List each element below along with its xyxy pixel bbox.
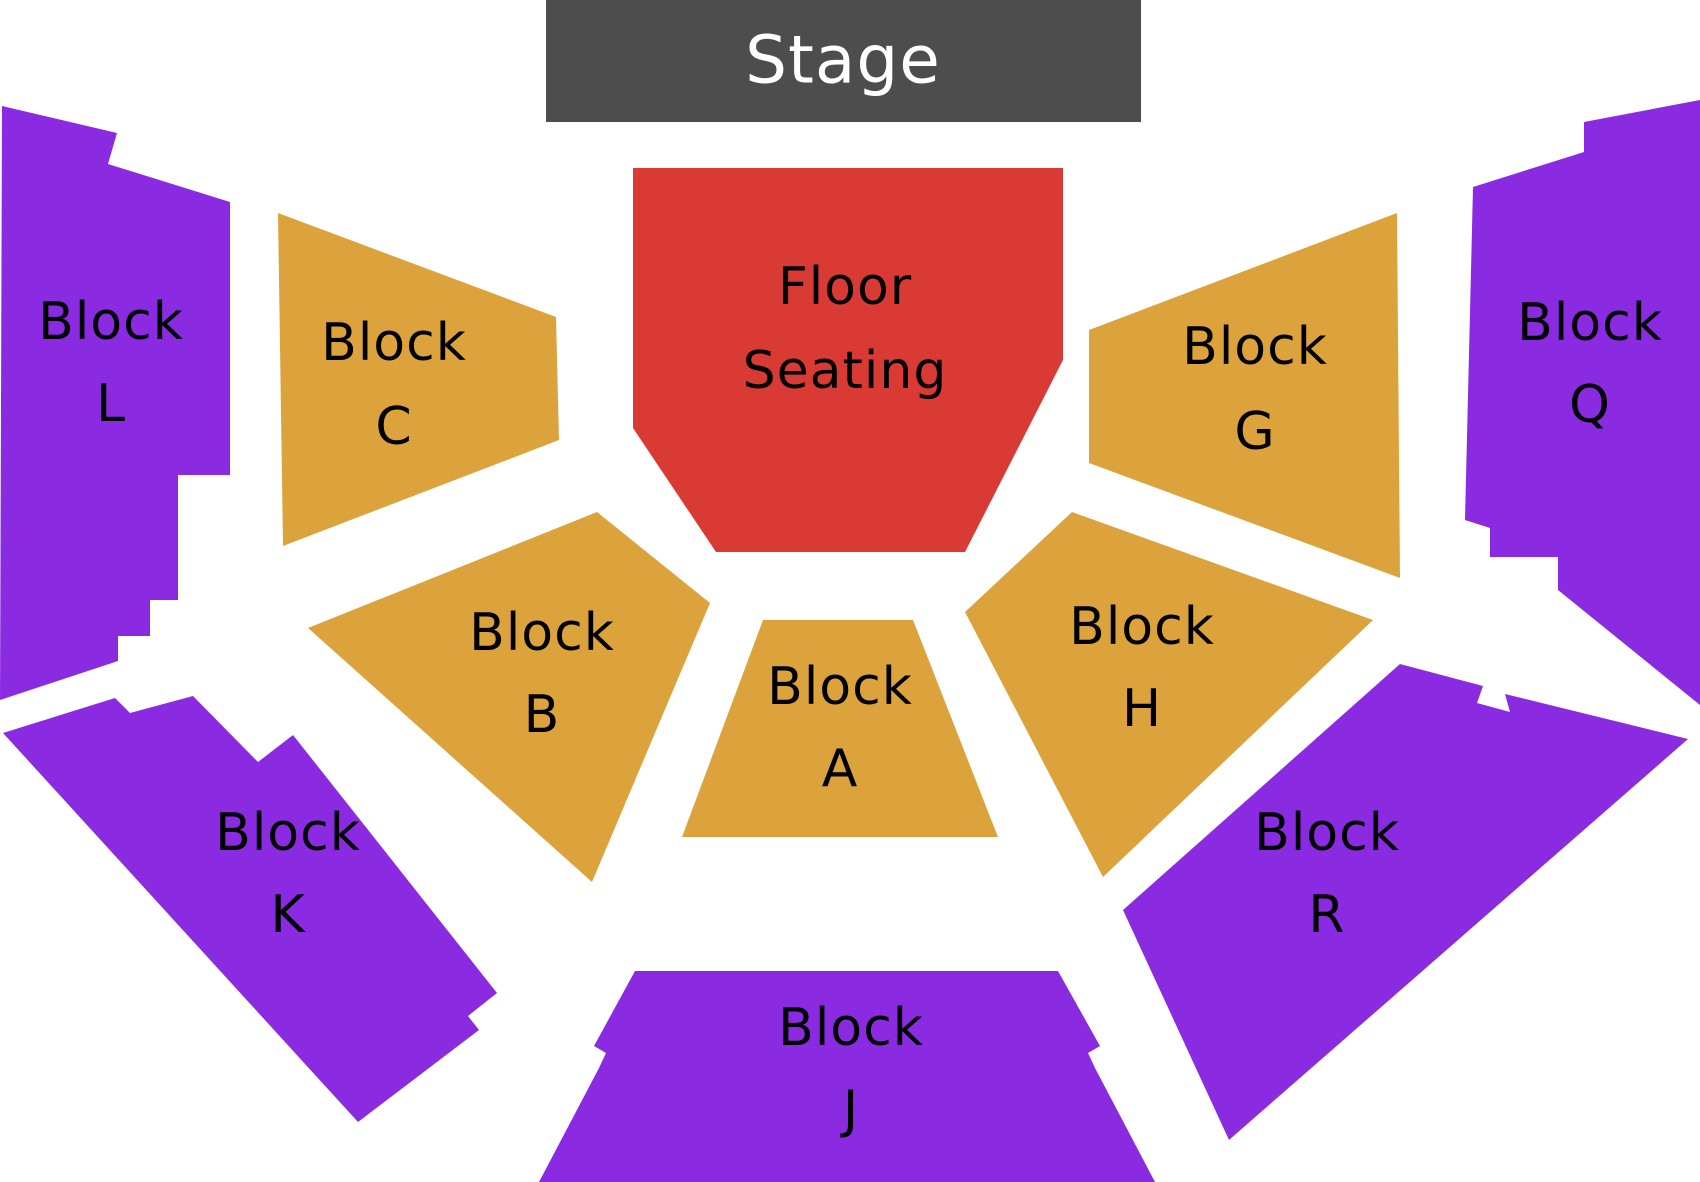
section-block-h[interactable] xyxy=(965,512,1373,877)
section-block-c[interactable] xyxy=(278,213,559,546)
section-block-r[interactable] xyxy=(1123,664,1688,1140)
section-block-j[interactable] xyxy=(539,971,1155,1182)
section-floor-seating[interactable] xyxy=(633,168,1063,552)
sections-layer: FloorSeatingBlockCBlockGBlockBBlockHBloc… xyxy=(0,100,1700,1182)
section-block-a[interactable] xyxy=(682,620,998,837)
stage xyxy=(546,0,1141,122)
section-block-g[interactable] xyxy=(1089,213,1400,578)
section-block-q[interactable] xyxy=(1465,100,1700,705)
section-block-b[interactable] xyxy=(308,512,710,882)
section-block-k[interactable] xyxy=(3,696,497,1122)
section-block-l[interactable] xyxy=(0,106,230,700)
